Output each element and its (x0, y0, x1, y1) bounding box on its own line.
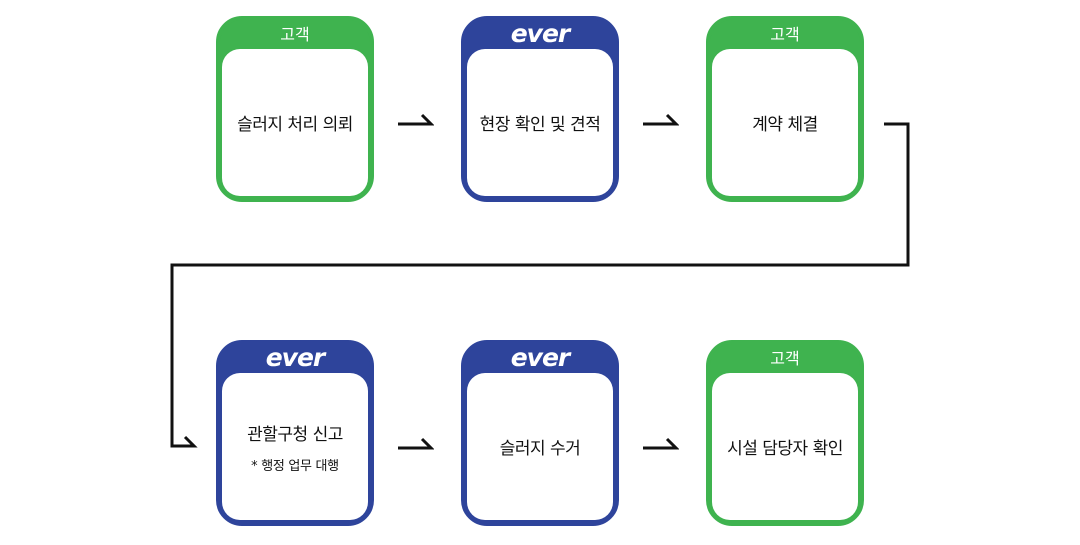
ever-logo: ever (265, 343, 326, 372)
step-1-card: 고객 슬러지 처리 의뢰 (216, 16, 374, 202)
arrow-right-icon (398, 113, 434, 126)
step-3-body: 계약 체결 (712, 49, 858, 196)
step-6-header: 고객 (770, 349, 800, 368)
step-2-label: 현장 확인 및 견적 (479, 115, 601, 135)
arrow-right-icon (643, 113, 679, 126)
step-4-label: 관할구청 신고 (247, 424, 343, 445)
arrow-right-icon (398, 437, 434, 450)
arrow-right-icon (643, 437, 679, 450)
step-4-body: 관할구청 신고 * 행정 업무 대행 (222, 373, 368, 520)
step-6-body: 시설 담당자 확인 (712, 373, 858, 520)
step-4-card: ever 관할구청 신고 * 행정 업무 대행 (216, 340, 374, 526)
step-2-card: ever 현장 확인 및 견적 (461, 16, 619, 202)
ever-logo: ever (510, 19, 571, 48)
step-3-label: 계약 체결 (752, 115, 818, 135)
step-1-body: 슬러지 처리 의뢰 (222, 49, 368, 196)
step-5-body: 슬러지 수거 (467, 373, 613, 520)
step-6-card: 고객 시설 담당자 확인 (706, 340, 864, 526)
step-6-label: 시설 담당자 확인 (727, 439, 843, 459)
step-4-note: * 행정 업무 대행 (251, 458, 339, 474)
step-5-label: 슬러지 수거 (499, 439, 581, 459)
step-5-card: ever 슬러지 수거 (461, 340, 619, 526)
step-3-card: 고객 계약 체결 (706, 16, 864, 202)
step-1-label: 슬러지 처리 의뢰 (237, 115, 353, 135)
step-1-header: 고객 (280, 25, 310, 44)
ever-logo: ever (510, 343, 571, 372)
step-2-body: 현장 확인 및 견적 (467, 49, 613, 196)
step-3-header: 고객 (770, 25, 800, 44)
